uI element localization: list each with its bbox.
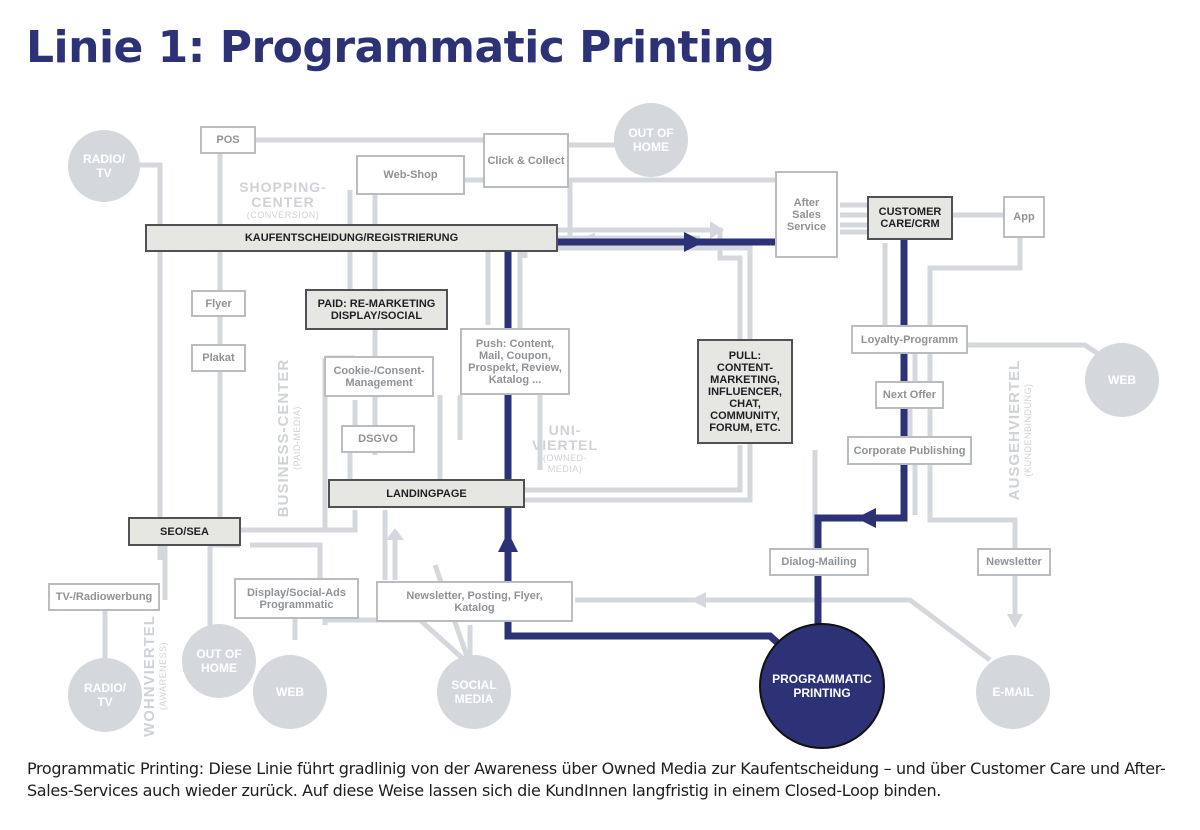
box-landingpage: LANDINGPAGE — [328, 479, 525, 508]
district-shopping-sub: (CONVERSION) — [246, 210, 320, 220]
box-push: Push: Content, Mail, Coupon, Prospekt, R… — [460, 328, 570, 395]
caption: Programmatic Printing: Diese Linie führt… — [27, 759, 1166, 800]
district-business-label: BUSINESS-CENTER — [275, 358, 292, 518]
box-web-shop: Web-Shop — [356, 155, 465, 195]
box-app: App — [1003, 196, 1045, 238]
district-business-center: BUSINESS-CENTER (PAID-MEDIA) — [275, 358, 312, 518]
circle-web-bottom: WEB — [253, 655, 327, 729]
box-plakat: Plakat — [191, 344, 246, 372]
box-flyer: Flyer — [191, 290, 246, 317]
box-customer-care: CUSTOMER CARE/CRM — [867, 196, 953, 240]
box-loyalty: Loyalty-Programm — [851, 325, 968, 354]
circle-web-right: WEB — [1085, 343, 1159, 417]
district-ausgeh-label: AUSGEHVIERTEL — [1006, 359, 1023, 501]
district-wohnviertel: WOHNVIERTEL (AWARENESS) — [141, 611, 178, 741]
box-tv-radiowerbung: TV-/Radiowerbung — [48, 583, 160, 611]
district-ausgeh-sub: (KUNDENBINDUNG) — [1023, 383, 1033, 477]
circle-radio-tv-top: RADIO/ TV — [68, 130, 140, 202]
circle-out-of-home-bottom: OUT OF HOME — [182, 624, 256, 698]
district-ausgehviertel: AUSGEHVIERTEL (KUNDENBINDUNG) — [1006, 355, 1043, 505]
circle-out-of-home-top: OUT OF HOME — [614, 103, 688, 177]
circle-social-media: SOCIAL MEDIA — [437, 655, 511, 729]
district-uni-label: UNI- VIERTEL — [531, 422, 599, 453]
page-title: Linie 1: Programmatic Printing — [26, 22, 775, 73]
district-shopping-center: SHOPPING- CENTER (CONVERSION) — [228, 165, 338, 236]
district-uni-viertel: UNI- VIERTEL (OWNED- MEDIA) — [520, 408, 610, 490]
circle-radio-tv-bottom: RADIO/ TV — [68, 658, 142, 732]
box-display-social-ads: Display/Social-Ads Programmatic — [234, 578, 359, 619]
box-dialog-mailing: Dialog-Mailing — [769, 548, 869, 576]
box-after-sales: After Sales Service — [775, 171, 838, 258]
box-paid-remarketing: PAID: RE-MARKETING DISPLAY/SOCIAL — [305, 289, 448, 330]
box-newsletter-right: Newsletter — [977, 548, 1051, 576]
district-shopping-label: SHOPPING- CENTER — [239, 179, 327, 210]
box-corporate-publishing: Corporate Publishing — [847, 436, 972, 465]
district-wohn-label: WOHNVIERTEL — [141, 615, 158, 737]
box-pos: POS — [200, 126, 256, 154]
district-uni-sub: (OWNED- MEDIA) — [543, 453, 587, 474]
box-pull: PULL: CONTENT- MARKETING, INFLUENCER, CH… — [697, 339, 793, 444]
box-cookie-consent: Cookie-/Consent- Management — [324, 356, 434, 397]
gray-arrowheads — [386, 221, 1023, 628]
district-wohn-sub: (AWARENESS) — [158, 641, 168, 711]
box-seo-sea: SEO/SEA — [128, 517, 241, 546]
circle-email: E-MAIL — [976, 655, 1050, 729]
box-next-offer: Next Offer — [875, 381, 944, 409]
box-dsgvo: DSGVO — [341, 425, 415, 453]
district-business-sub: (PAID-MEDIA) — [292, 406, 302, 470]
box-click-collect: Click & Collect — [483, 133, 569, 188]
box-kaufentscheidung: KAUFENTSCHEIDUNG/REGISTRIERUNG — [145, 224, 558, 252]
circle-programmatic-printing: PROGRAMMATIC PRINTING — [759, 623, 885, 749]
box-newsletter-posting: Newsletter, Posting, Flyer, Katalog — [376, 581, 573, 622]
